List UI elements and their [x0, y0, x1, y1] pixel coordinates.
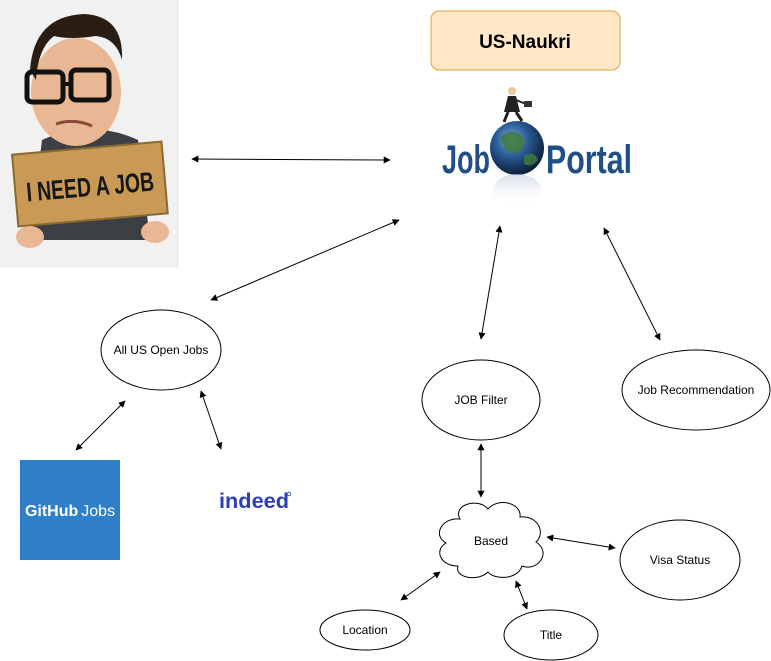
github-word: GitHub — [25, 503, 79, 520]
logo-word-portal: Portal — [546, 138, 632, 182]
node-job-recommendation: Job Recommendation — [621, 349, 771, 431]
node-job-filter-label: JOB Filter — [454, 393, 507, 407]
node-title: Title — [503, 609, 599, 661]
node-location-label: Location — [342, 623, 387, 637]
arrow-alljobs-indeed — [199, 390, 223, 450]
title-box: US-Naukri — [430, 10, 621, 71]
logo-word-job: Job — [442, 138, 490, 182]
arrow-portal-recommendation — [603, 227, 661, 341]
node-based-cloud: Based — [439, 502, 544, 579]
businessman-icon — [502, 87, 532, 123]
node-visa-status-label: Visa Status — [650, 553, 710, 567]
connectors — [75, 155, 661, 610]
node-based-label: Based — [474, 534, 508, 548]
github-jobs-word: Jobs — [81, 503, 115, 520]
arrow-seeker-portal — [191, 155, 391, 164]
node-visa-status: Visa Status — [619, 519, 741, 601]
node-all-jobs-label: All US Open Jobs — [114, 343, 209, 357]
node-title-label: Title — [540, 628, 563, 642]
arrow-alljobs-github — [75, 400, 126, 451]
indeed-word: indeed — [219, 490, 289, 513]
node-job-recommendation-label: Job Recommendation — [638, 383, 755, 397]
arrow-based-location — [400, 571, 441, 601]
cardboard-sign: I NEED A JOB — [10, 140, 169, 228]
job-seeker-photo: I NEED A JOB — [0, 0, 179, 268]
node-job-filter: JOB Filter — [421, 359, 541, 441]
arrow-based-title — [515, 580, 528, 610]
indeed-logo: indeed — [219, 490, 292, 513]
node-location: Location — [319, 609, 411, 651]
job-portal-logo: Job Portal — [442, 87, 632, 206]
arrow-portal-filter — [478, 225, 503, 340]
arrow-portal-alljobs — [210, 219, 400, 301]
page-title: US-Naukri — [479, 32, 571, 53]
node-all-jobs: All US Open Jobs — [100, 309, 222, 391]
arrow-based-visa — [546, 534, 616, 551]
